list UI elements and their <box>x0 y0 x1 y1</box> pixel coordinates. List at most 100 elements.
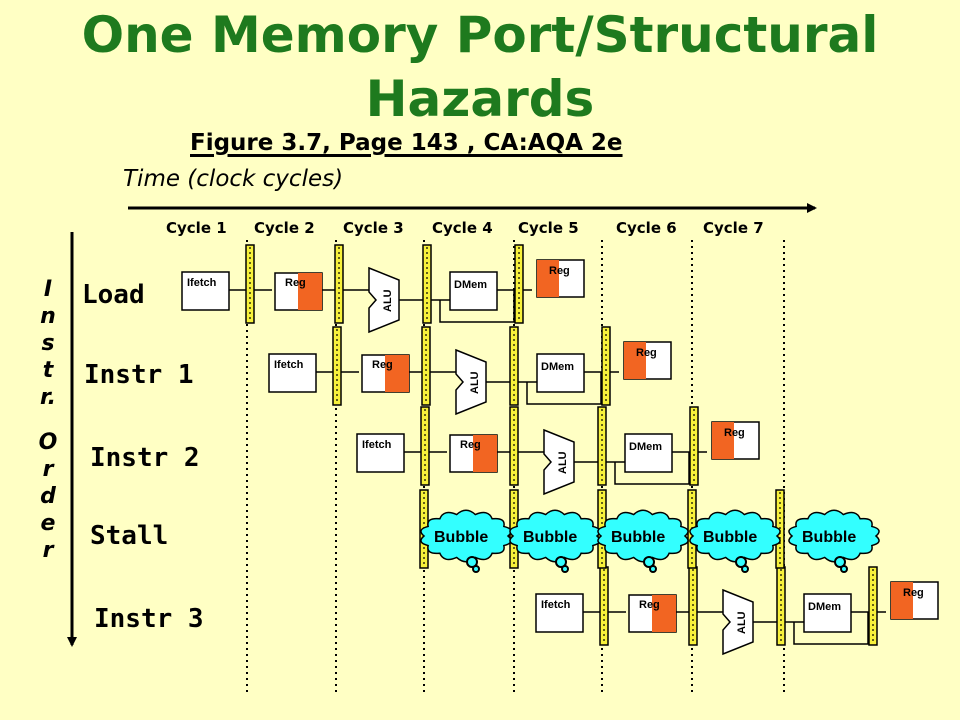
bypass-wire <box>526 372 602 405</box>
cycle-label-7: Cycle 7 <box>703 219 764 237</box>
bubble-tail <box>555 556 567 568</box>
bypass-wire <box>439 290 515 323</box>
reg-read-label: Reg <box>372 359 393 371</box>
alu-label: ALU <box>736 611 748 634</box>
reg-write-label: Reg <box>724 427 745 439</box>
alu-label: ALU <box>557 451 569 474</box>
pipeline-latch <box>688 566 698 646</box>
cycle-label-5: Cycle 5 <box>518 219 579 237</box>
pipeline-latch <box>509 406 519 486</box>
bubble-tail <box>834 556 846 568</box>
pipeline-latch <box>420 406 430 486</box>
ifetch-box <box>181 271 230 311</box>
reg-write-fill <box>537 260 559 297</box>
slide-title-line-2: Hazards <box>365 70 595 128</box>
cycle-label-4: Cycle 4 <box>432 219 493 237</box>
dmem-label: DMem <box>629 441 662 453</box>
dmem-box <box>624 433 673 473</box>
bubble-cloud <box>597 509 689 563</box>
bubble-tail <box>472 565 480 573</box>
pipeline-latch <box>421 326 431 406</box>
pipeline-latch <box>245 244 255 324</box>
axis-letter: e <box>40 511 56 536</box>
dmem-label: DMem <box>808 601 841 613</box>
pipeline-latch <box>776 566 786 646</box>
axis-letter: s <box>41 331 55 356</box>
axis-letter: r. <box>39 385 57 410</box>
reg-write-fill <box>891 582 913 619</box>
pipeline-latch <box>868 566 878 646</box>
bubble-2: Bubble <box>509 509 601 573</box>
ifetch-label: Ifetch <box>274 359 304 371</box>
bubble-tail <box>735 556 747 568</box>
reg-read-label: Reg <box>285 277 306 289</box>
axis-letter: n <box>40 304 56 329</box>
bubble-label: Bubble <box>611 529 665 546</box>
alu-shape <box>543 428 575 496</box>
dmem-box <box>449 271 498 311</box>
reg-read-fill <box>473 435 497 472</box>
bubble-1: Bubble <box>420 509 512 573</box>
bubble-cloud <box>689 509 781 563</box>
alu-shape <box>455 348 487 416</box>
instruction-label-instr-1: Instr 1 <box>84 360 194 390</box>
dmem-label: DMem <box>454 279 487 291</box>
cycle-label-3: Cycle 3 <box>343 219 404 237</box>
ifetch-label: Ifetch <box>187 277 217 289</box>
bubble-4: Bubble <box>689 509 781 573</box>
instruction-order-axis-label: I n s t r. O r d e r <box>30 276 66 564</box>
time-axis-label: Time (clock cycles) <box>123 166 344 192</box>
instruction-label-instr-2: Instr 2 <box>90 443 200 473</box>
bubble-tail <box>741 565 749 573</box>
instruction-label-instr-3: Instr 3 <box>94 604 204 634</box>
alu-label: ALU <box>382 289 394 312</box>
axis-letter: r <box>42 457 54 482</box>
cycle-label-1: Cycle 1 <box>166 219 227 237</box>
reg-write-fill <box>624 342 646 379</box>
bubble-cloud <box>420 509 512 563</box>
bubble-cloud <box>509 509 601 563</box>
reg-read-label: Reg <box>639 599 660 611</box>
dmem-box <box>536 353 585 393</box>
slide-title-line-1: One Memory Port/Structural <box>81 6 879 64</box>
bubble-tail <box>649 565 657 573</box>
axis-letter: t <box>42 358 54 383</box>
bypass-wire <box>614 452 690 485</box>
axis-letter: r <box>42 538 54 563</box>
bubble-tail <box>561 565 569 573</box>
bubble-tail <box>643 556 655 568</box>
reg-write-label: Reg <box>903 587 924 599</box>
reg-read-label: Reg <box>460 439 481 451</box>
axis-letter: O <box>38 430 58 455</box>
pipeline-latch <box>599 566 609 646</box>
pipeline-latch <box>689 406 699 486</box>
bubble-5: Bubble <box>788 509 880 573</box>
ifetch-box <box>356 433 405 473</box>
ifetch-label: Ifetch <box>541 599 571 611</box>
axis-letter: d <box>40 484 56 509</box>
bubble-label: Bubble <box>434 529 488 546</box>
ifetch-label: Ifetch <box>362 439 392 451</box>
bubble-tail <box>466 556 478 568</box>
reg-read-fill <box>385 355 409 392</box>
ifetch-box <box>535 593 584 633</box>
pipeline-latch <box>597 406 607 486</box>
dmem-label: DMem <box>541 361 574 373</box>
alu-shape <box>368 266 400 334</box>
bubble-tail <box>840 565 848 573</box>
instruction-label-stall: Stall <box>90 521 169 551</box>
slide-subtitle: Figure 3.7, Page 143 , CA:AQA 2e <box>190 130 623 156</box>
instruction-label-load: Load <box>82 280 145 310</box>
bubble-label: Bubble <box>802 529 856 546</box>
pipeline-latch <box>332 326 342 406</box>
pipeline-latch <box>509 326 519 406</box>
dmem-box <box>803 593 852 633</box>
pipeline-latch <box>601 326 611 406</box>
bubble-label: Bubble <box>703 529 757 546</box>
axis-letter: I <box>43 277 53 302</box>
pipeline-latch <box>514 244 524 324</box>
